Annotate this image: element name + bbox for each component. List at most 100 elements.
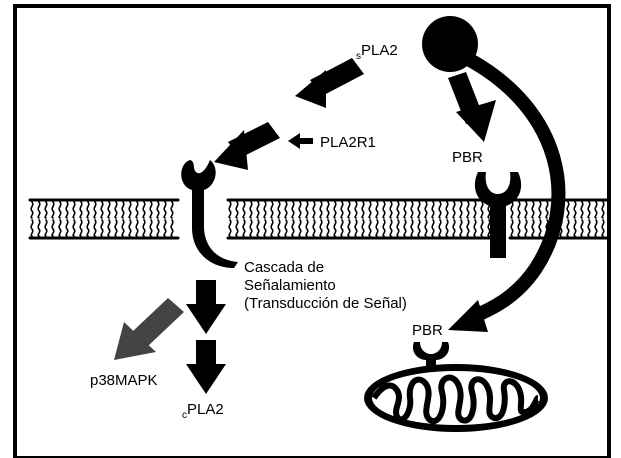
lipid-tail: [292, 220, 294, 236]
lipid-tail: [52, 220, 54, 236]
lipid-tail: [474, 202, 476, 218]
lipid-tail: [136, 202, 138, 218]
cascade-label-line3: (Transducción de Señal): [244, 295, 407, 312]
lipid-tail: [383, 220, 385, 236]
lipid-tail: [376, 202, 378, 218]
lipid-tail: [164, 220, 166, 236]
lipid-tail: [143, 202, 145, 218]
pla2r1-label: PLA2R1: [320, 134, 376, 151]
lipid-tail: [271, 220, 273, 236]
lipid-tail: [171, 220, 173, 236]
lipid-tail: [511, 202, 513, 218]
lipid-tail: [369, 220, 371, 236]
lipid-tail: [45, 202, 47, 218]
lipid-tail: [94, 202, 96, 218]
lipid-tail: [341, 220, 343, 236]
lipid-tail: [278, 202, 280, 218]
lipid-tail: [66, 220, 68, 236]
lipid-tail: [320, 202, 322, 218]
lipid-tail: [250, 220, 252, 236]
lipid-tail: [355, 202, 357, 218]
lipid-tail: [453, 220, 455, 236]
lipid-tail: [271, 202, 273, 218]
lipid-tail: [588, 220, 590, 236]
lipid-tail: [313, 220, 315, 236]
lipid-tail: [439, 220, 441, 236]
lipid-tail: [467, 220, 469, 236]
lipid-tail: [73, 202, 75, 218]
lipid-tail: [488, 220, 490, 236]
lipid-tail: [581, 220, 583, 236]
lipid-tail: [327, 202, 329, 218]
lipid-tail: [108, 202, 110, 218]
lipid-tail: [404, 202, 406, 218]
lipid-tail: [602, 220, 604, 236]
lipid-tail: [236, 220, 238, 236]
lipid-tail: [94, 220, 96, 236]
lipid-tail: [474, 220, 476, 236]
lipid-tail: [243, 202, 245, 218]
lipid-tail: [264, 202, 266, 218]
lipid-tail: [432, 220, 434, 236]
lipid-tail: [341, 202, 343, 218]
arrow-to-p38mapk: [114, 298, 184, 360]
pla2r1-receptor: [181, 160, 238, 268]
lipid-tail: [66, 202, 68, 218]
dashed-arrow-to-pla2r1: [214, 58, 364, 170]
arrow-spla2-to-pbr: [448, 72, 496, 142]
lipid-tail: [143, 220, 145, 236]
lipid-tail: [101, 202, 103, 218]
lipid-tail: [453, 202, 455, 218]
lipid-tail: [243, 220, 245, 236]
lipid-tail: [115, 220, 117, 236]
lipid-tail: [108, 220, 110, 236]
lipid-tail: [574, 220, 576, 236]
lipid-tail: [299, 202, 301, 218]
lipid-tail: [574, 202, 576, 218]
lipid-tail: [362, 220, 364, 236]
lipid-tail: [122, 220, 124, 236]
lipid-tail: [164, 202, 166, 218]
membrane-segment-middle: [228, 200, 496, 238]
lipid-tail: [31, 220, 33, 236]
spla2-label: sPLA2: [356, 42, 398, 62]
pbr-mito-label: PBR: [412, 322, 443, 339]
lipid-tail: [404, 220, 406, 236]
lipid-tail: [581, 202, 583, 218]
lipid-tail: [334, 202, 336, 218]
lipid-tail: [52, 202, 54, 218]
lipid-tail: [383, 202, 385, 218]
lipid-tail: [411, 202, 413, 218]
pbr-mito-receptor: [413, 342, 449, 366]
lipid-tail: [348, 202, 350, 218]
lipid-tail: [439, 202, 441, 218]
lipid-tail: [257, 220, 259, 236]
lipid-tail: [532, 220, 534, 236]
membrane-segment-left: [30, 200, 178, 238]
lipid-tail: [425, 202, 427, 218]
lipid-tail: [418, 202, 420, 218]
lipid-tail: [397, 202, 399, 218]
lipid-tail: [397, 220, 399, 236]
lipid-tail: [595, 202, 597, 218]
lipid-tail: [129, 220, 131, 236]
lipid-tail: [59, 220, 61, 236]
lipid-tail: [38, 220, 40, 236]
lipid-tail: [532, 202, 534, 218]
lipid-tail: [525, 202, 527, 218]
lipid-tail: [306, 220, 308, 236]
lipid-tail: [136, 220, 138, 236]
lipid-tail: [539, 220, 541, 236]
lipid-tail: [525, 220, 527, 236]
lipid-tail: [588, 202, 590, 218]
lipid-tail: [45, 220, 47, 236]
arrow-cascade-down-2: [186, 340, 226, 394]
lipid-tail: [229, 220, 231, 236]
cpla2-label: cPLA2: [182, 401, 224, 421]
lipid-tail: [264, 220, 266, 236]
lipid-tail: [299, 220, 301, 236]
lipid-tail: [481, 202, 483, 218]
lipid-tail: [390, 202, 392, 218]
lipid-tail: [511, 220, 513, 236]
